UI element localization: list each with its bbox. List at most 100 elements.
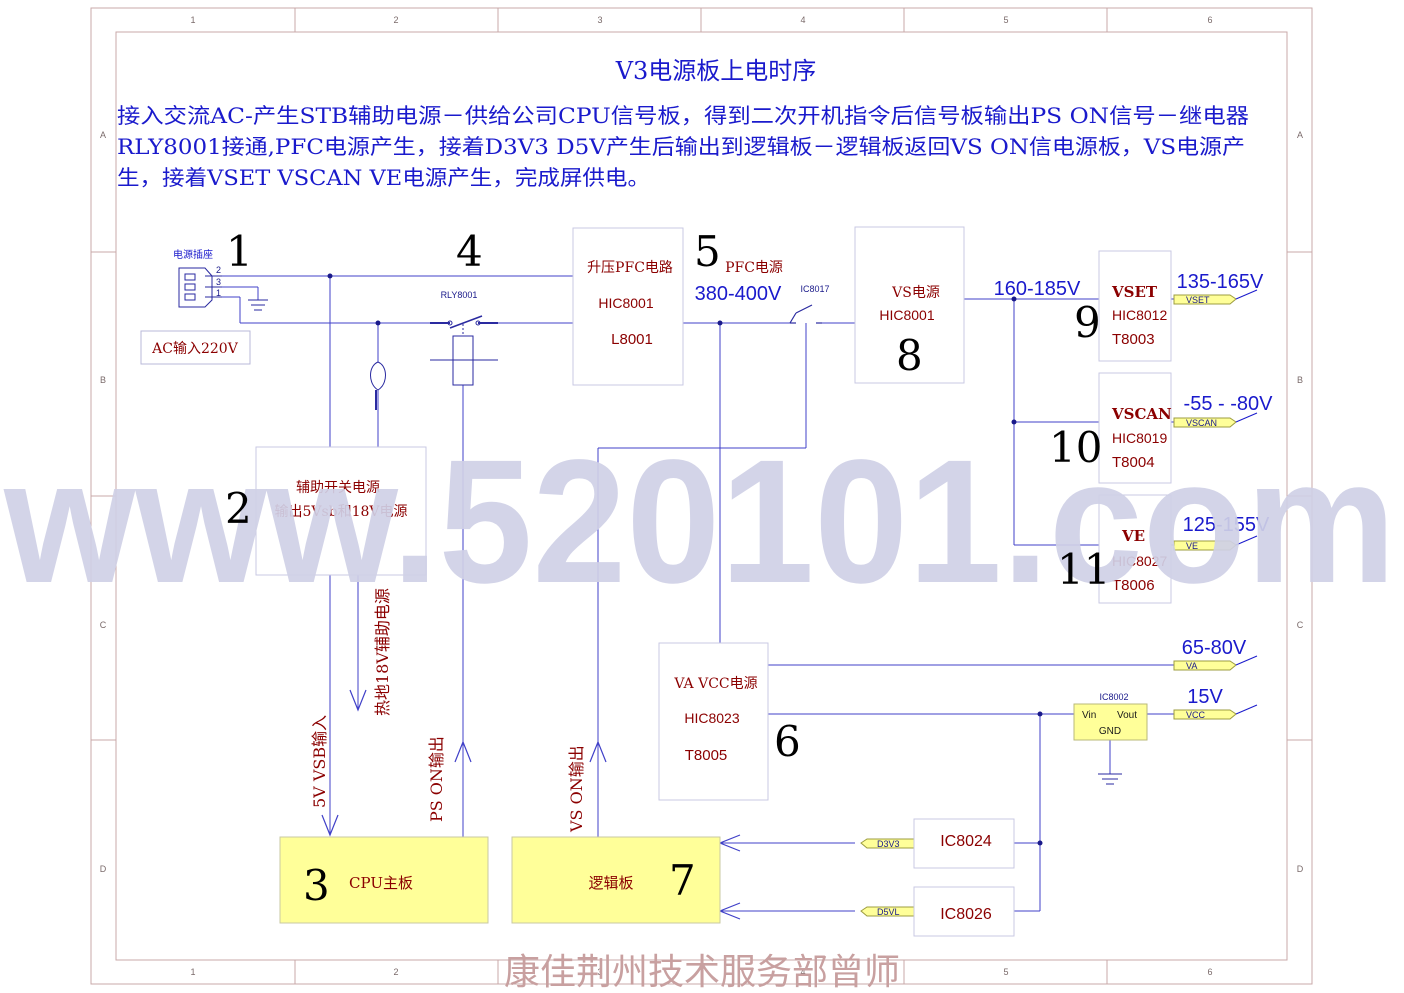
col-mark: 5 bbox=[1003, 15, 1008, 25]
vscan-ic: HIC8019 bbox=[1112, 430, 1167, 446]
col-mark: 6 bbox=[1207, 15, 1212, 25]
net-tags bbox=[860, 294, 1237, 917]
pfc-output-label: PFC电源 bbox=[725, 260, 783, 276]
ground-icon bbox=[248, 299, 268, 311]
vcc-tag: VCC bbox=[1186, 710, 1206, 720]
ic8002-gnd: GND bbox=[1099, 726, 1121, 737]
va-voltage: 65-80V bbox=[1182, 637, 1247, 659]
va-tag: VA bbox=[1186, 661, 1197, 671]
footer-credit: 康佳荆州技术服务部曾师 bbox=[504, 952, 900, 993]
col-mark: 6 bbox=[1207, 967, 1212, 977]
pfc-output-voltage: 380-400V bbox=[695, 283, 782, 305]
d5vl-tag: D5VL bbox=[877, 907, 900, 917]
step-number: 4 bbox=[456, 227, 483, 276]
vs-on-output-label: VS ON输出 bbox=[567, 745, 586, 833]
pfc-line1: 升压PFC电路 bbox=[587, 260, 673, 276]
step-number: 9 bbox=[1074, 298, 1101, 347]
relay-icon bbox=[430, 315, 498, 386]
pin-label: 2 bbox=[216, 265, 221, 275]
vset-name: VSET bbox=[1111, 283, 1158, 301]
vscan-tag: VSCAN bbox=[1186, 418, 1217, 428]
vscan-voltage: -55 - -80V bbox=[1184, 393, 1274, 415]
row-mark: A bbox=[1297, 130, 1303, 140]
row-mark: B bbox=[1297, 375, 1303, 385]
vs-output-voltage: 160-185V bbox=[994, 278, 1081, 300]
col-mark: 2 bbox=[393, 967, 398, 977]
vcc-voltage: 15V bbox=[1187, 686, 1223, 708]
vscan-name: VSCAN bbox=[1111, 405, 1172, 423]
col-mark: 3 bbox=[597, 15, 602, 25]
vs-line1: VS电源 bbox=[891, 285, 940, 301]
step-number: 11 bbox=[1057, 545, 1110, 594]
ac-input-box bbox=[140, 330, 251, 365]
col-mark: 4 bbox=[800, 15, 805, 25]
relay-label: RLY8001 bbox=[441, 290, 478, 300]
ic8017-label: IC8017 bbox=[800, 284, 829, 294]
va-line1: VA VCC电源 bbox=[673, 676, 757, 692]
row-mark: D bbox=[100, 864, 107, 874]
vscan-t: T8004 bbox=[1112, 454, 1155, 471]
ic8017-switch-icon bbox=[789, 304, 822, 324]
vscan-block bbox=[1098, 372, 1172, 484]
aux-line2: 输出5Vsb和18V电源 bbox=[274, 504, 407, 520]
vs-line2: HIC8001 bbox=[879, 307, 934, 323]
aux-power-block bbox=[255, 446, 427, 576]
ic8002-vin: Vin bbox=[1082, 710, 1096, 721]
ic8026-label: IC8026 bbox=[940, 906, 992, 923]
pfc-line3: L8001 bbox=[611, 331, 653, 348]
va-vcc-block bbox=[658, 642, 769, 801]
col-mark: 5 bbox=[1003, 967, 1008, 977]
socket-label: 电源插座 bbox=[173, 248, 213, 261]
vsb-input-label: 5V VSB输入 bbox=[310, 715, 329, 808]
step-number: 7 bbox=[669, 856, 696, 905]
description-line: RLY8001接通,PFC电源产生，接着D3V3 D5V产生后输出到逻辑板－逻辑… bbox=[117, 135, 1245, 159]
ic8024-label: IC8024 bbox=[940, 833, 992, 850]
ic8002-vout: Vout bbox=[1117, 710, 1137, 721]
pfc-block bbox=[572, 227, 684, 386]
step-number: 10 bbox=[1049, 423, 1102, 472]
col-mark: 4 bbox=[800, 967, 805, 977]
vset-block bbox=[1098, 250, 1172, 362]
va-line3: T8005 bbox=[685, 747, 728, 764]
ve-voltage: 125-155V bbox=[1183, 514, 1270, 536]
page-title: V3电源板上电时序 bbox=[615, 57, 817, 85]
va-line2: HIC8023 bbox=[684, 710, 739, 726]
step-number: 8 bbox=[896, 331, 923, 380]
logic-board-block bbox=[511, 836, 721, 924]
ve-name: VE bbox=[1121, 527, 1145, 545]
ic8002-block bbox=[1073, 703, 1148, 741]
vset-voltage: 135-165V bbox=[1177, 271, 1264, 293]
ic8002-name: IC8002 bbox=[1099, 692, 1128, 702]
row-mark: C bbox=[1297, 620, 1304, 630]
drawing-frame bbox=[90, 7, 1313, 985]
ve-t: T8006 bbox=[1112, 577, 1155, 594]
watermark: www.520101.com bbox=[3, 424, 1396, 620]
step-number: 3 bbox=[303, 861, 330, 910]
col-mark: 1 bbox=[190, 967, 195, 977]
power-socket-icon bbox=[178, 267, 222, 308]
col-mark: 1 bbox=[190, 15, 195, 25]
vs-block bbox=[854, 226, 965, 384]
ic8026-block bbox=[913, 886, 1015, 937]
fuse-icon bbox=[370, 361, 386, 391]
row-mark: A bbox=[100, 130, 106, 140]
col-mark: 2 bbox=[393, 15, 398, 25]
cpu-board-block bbox=[279, 836, 489, 924]
ve-block bbox=[1098, 494, 1172, 604]
ve-ic: HIC8027 bbox=[1112, 553, 1167, 569]
vset-tag: VSET bbox=[1186, 295, 1210, 305]
hot-18v-label: 热地18V辅助电源 bbox=[373, 588, 392, 716]
row-mark: D bbox=[1297, 864, 1304, 874]
row-mark: C bbox=[100, 620, 107, 630]
col-mark: 3 bbox=[597, 967, 602, 977]
ac-input-label: AC输入220V bbox=[151, 341, 239, 357]
frame-marks: 1 2 3 4 5 6 1 2 3 4 5 6 A B C D A B C D bbox=[100, 15, 1304, 977]
logic-board-label: 逻辑板 bbox=[588, 874, 633, 892]
step-number: 1 bbox=[226, 227, 253, 276]
ps-on-output-label: PS ON输出 bbox=[427, 736, 446, 822]
net-tag-leads bbox=[1235, 289, 1258, 715]
description-line: 接入交流AC-产生STB辅助电源－供给公司CPU信号板，得到二次开机指令后信号板… bbox=[117, 104, 1249, 128]
step-numbers: 1 2 3 4 5 6 7 8 9 10 11 bbox=[225, 227, 1110, 910]
step-number: 6 bbox=[774, 717, 801, 766]
